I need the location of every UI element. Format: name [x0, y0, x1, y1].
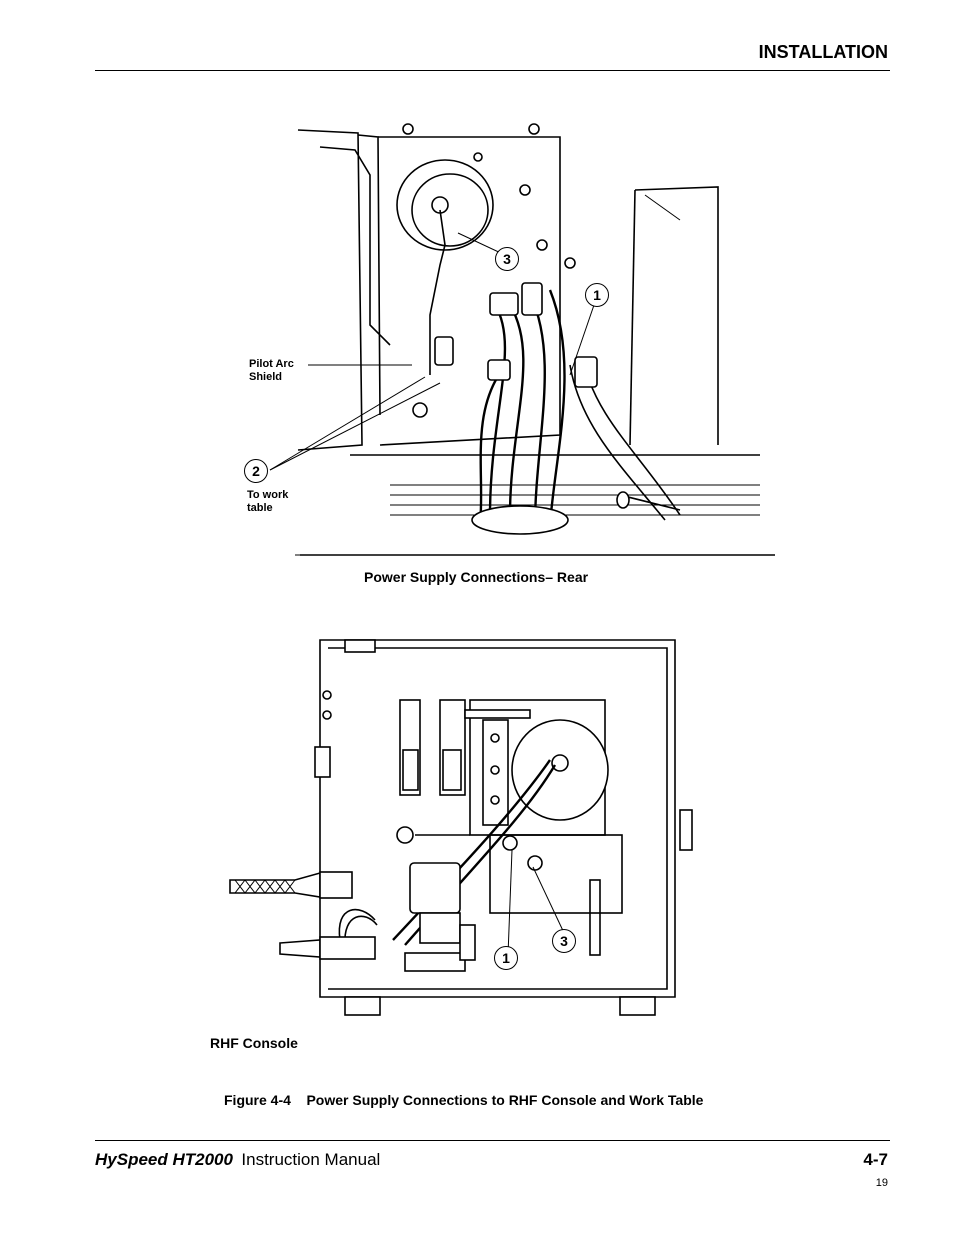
callout-3-top: 3 — [495, 247, 519, 271]
callout-1-bottom: 1 — [494, 946, 518, 970]
caption-rhf-console: RHF Console — [210, 1035, 298, 1051]
footer-brand: HySpeed HT2000 — [95, 1150, 233, 1169]
header-rule — [95, 70, 890, 71]
callout-3-bottom: 3 — [552, 929, 576, 953]
page-number: 4-7 — [863, 1150, 888, 1169]
caption-power-supply-rear: Power Supply Connections– Rear — [364, 569, 589, 585]
label-pilot-arc-shield: Pilot Arc Shield — [249, 358, 294, 383]
label-to-work-table: To work table — [247, 489, 289, 514]
power-supply-rear-drawing — [269, 123, 775, 556]
sheet-number: 19 — [875, 1177, 888, 1189]
footer-manual-label: Instruction Manual — [241, 1150, 381, 1169]
footer-title: HySpeed HT2000 Instruction Manual — [95, 1150, 380, 1170]
callout-2-top: 2 — [244, 459, 268, 483]
rhf-console-drawing — [229, 639, 693, 1016]
figure-caption: Figure 4-4 Power Supply Connections to R… — [224, 1092, 704, 1108]
section-title: INSTALLATION — [758, 42, 888, 62]
callout-1-top: 1 — [585, 283, 609, 307]
footer-rule — [95, 1140, 890, 1141]
